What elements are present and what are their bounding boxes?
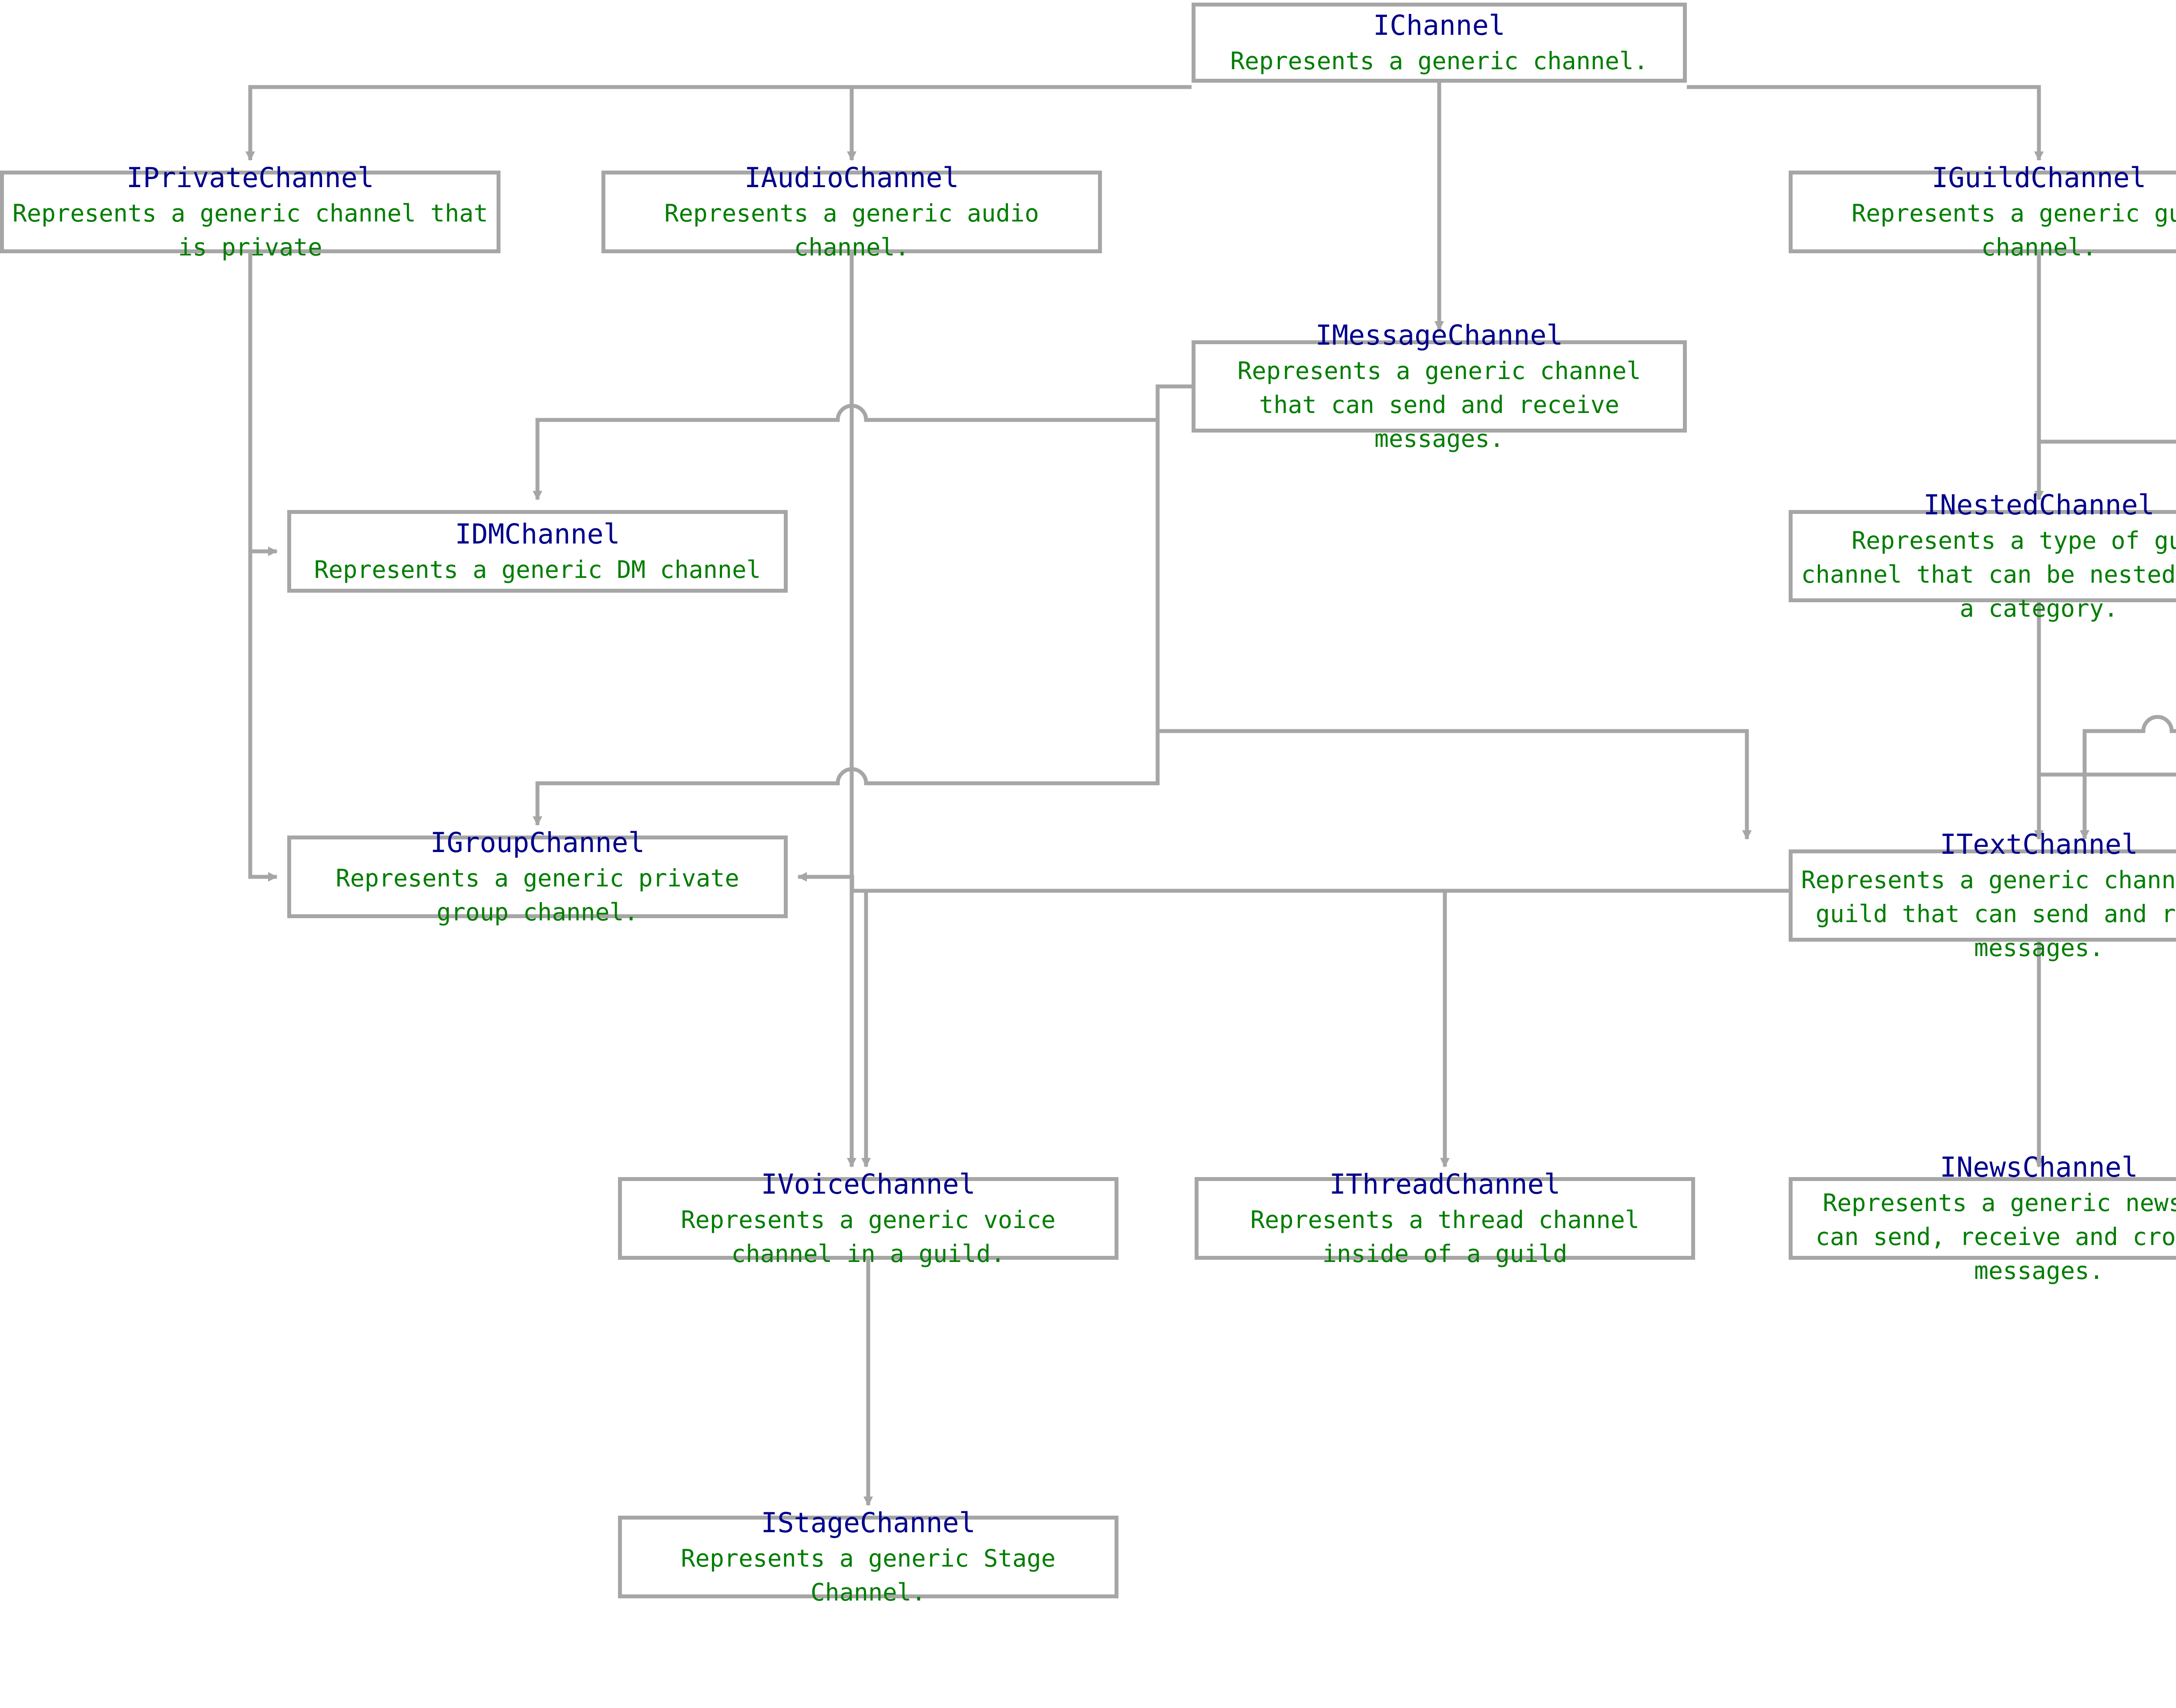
- class-node-inewschannel[interactable]: INewsChannel Represents a generic news t…: [1789, 1151, 2176, 1285]
- class-node-title: IGroupChannel: [430, 827, 645, 859]
- class-node-title: INewsChannel: [1940, 1151, 2138, 1183]
- class-node-description: Represents a type of guild channel that …: [1801, 526, 2176, 622]
- edge-itextchannel-ithreadchannel: [1440, 889, 1789, 1168]
- class-node-description: Represents a generic channel that is pri…: [12, 199, 488, 261]
- class-node-iprivatechannel[interactable]: IPrivateChannel Represents a generic cha…: [0, 162, 500, 261]
- edge-itextchannel-ivoicechannel: [861, 889, 1789, 1168]
- class-node-imessagechannel[interactable]: IMessageChannel Represents a generic cha…: [1192, 319, 1687, 453]
- class-node-idmchannel[interactable]: IDMChannel Represents a generic DM chann…: [287, 510, 788, 593]
- class-node-description: Represents a generic news that can send,…: [1815, 1188, 2176, 1285]
- class-node-title: IAudioChannel: [744, 162, 959, 194]
- edge-iprivatechannel-igroupchannel: [248, 253, 278, 882]
- class-node-istagechannel[interactable]: IStageChannel Represents a generic Stage…: [618, 1507, 1118, 1606]
- edge-ichannel-iprivatechannel: [245, 85, 1192, 161]
- class-node-title: INestedChannel: [1923, 489, 2155, 521]
- edge-iprivatechannel-idmchannel: [248, 253, 278, 556]
- class-node-description: Represents a generic guild channel.: [1851, 199, 2176, 261]
- edge-imessagechannel-igroupchannel: [533, 384, 1192, 826]
- class-node-title: IGuildChannel: [1931, 162, 2146, 194]
- class-node-title: ITextChannel: [1940, 828, 2138, 860]
- class-node-description: Represents a generic private group chann…: [336, 864, 739, 926]
- class-node-description: Represents a generic audio channel.: [664, 199, 1039, 261]
- class-node-description: Represents a generic channel in a guild …: [1801, 866, 2176, 962]
- class-node-ithreadchannel[interactable]: IThreadChannel Represents a thread chann…: [1195, 1168, 1695, 1268]
- class-node-description: Represents a generic voice channel in a …: [681, 1205, 1056, 1268]
- class-node-iaudiochannel[interactable]: IAudioChannel Represents a generic audio…: [601, 162, 1102, 261]
- class-node-itextchannel[interactable]: ITextChannel Represents a generic channe…: [1789, 829, 2176, 962]
- edge-itextchannel-igroupchannel: [797, 872, 1789, 893]
- class-node-iguildchannel[interactable]: IGuildChannel Represents a generic guild…: [1789, 162, 2176, 261]
- class-node-description: Represents a generic channel.: [1230, 47, 1649, 75]
- class-node-igroupchannel[interactable]: IGroupChannel Represents a generic priva…: [287, 827, 788, 926]
- class-node-inestedchannel[interactable]: INestedChannel Represents a type of guil…: [1789, 489, 2176, 622]
- edge-ichannel-iguildchannel: [1687, 85, 2044, 161]
- class-node-ichannel[interactable]: IChannel Represents a generic channel.: [1192, 3, 1687, 83]
- edge-inestedchannel-iforumchannel: [2037, 602, 2176, 777]
- class-node-title: IDMChannel: [455, 518, 620, 550]
- class-node-title: IVoiceChannel: [761, 1168, 976, 1201]
- class-node-description: Represents a thread channel inside of a …: [1250, 1205, 1640, 1268]
- edge-imessagechannel-idmchannel: [533, 384, 1192, 500]
- class-node-title: IThreadChannel: [1329, 1168, 1561, 1201]
- edge-iguildchannel-iintegrationchannel: [2037, 253, 2176, 444]
- class-node-ivoicechannel[interactable]: IVoiceChannel Represents a generic voice…: [618, 1168, 1118, 1268]
- class-node-title: IStageChannel: [761, 1507, 976, 1539]
- edge-iintegrationchannel-itextchannel: [2080, 715, 2176, 840]
- class-node-description: Represents a generic channel that can se…: [1237, 356, 1641, 453]
- class-node-description: Represents a generic DM channel: [314, 555, 761, 584]
- class-node-title: IPrivateChannel: [126, 162, 374, 194]
- class-node-description: Represents a generic Stage Channel.: [681, 1544, 1056, 1606]
- class-node-title: IChannel: [1373, 10, 1505, 42]
- edge-ichannel-iaudiochannel: [847, 85, 1192, 161]
- edge-imessagechannel-itextchannel: [1155, 384, 1752, 840]
- class-node-title: IMessageChannel: [1315, 319, 1563, 351]
